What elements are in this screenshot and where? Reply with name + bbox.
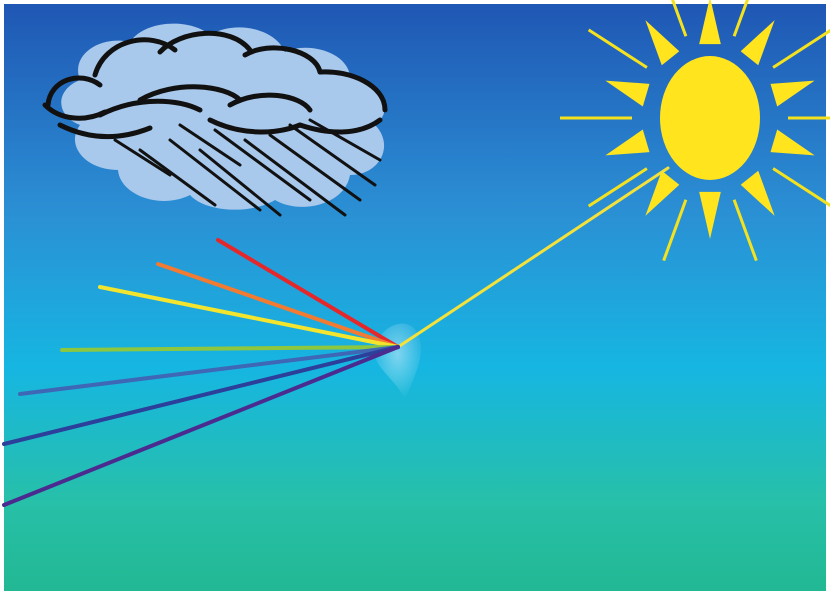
sun-disc [660, 56, 760, 180]
